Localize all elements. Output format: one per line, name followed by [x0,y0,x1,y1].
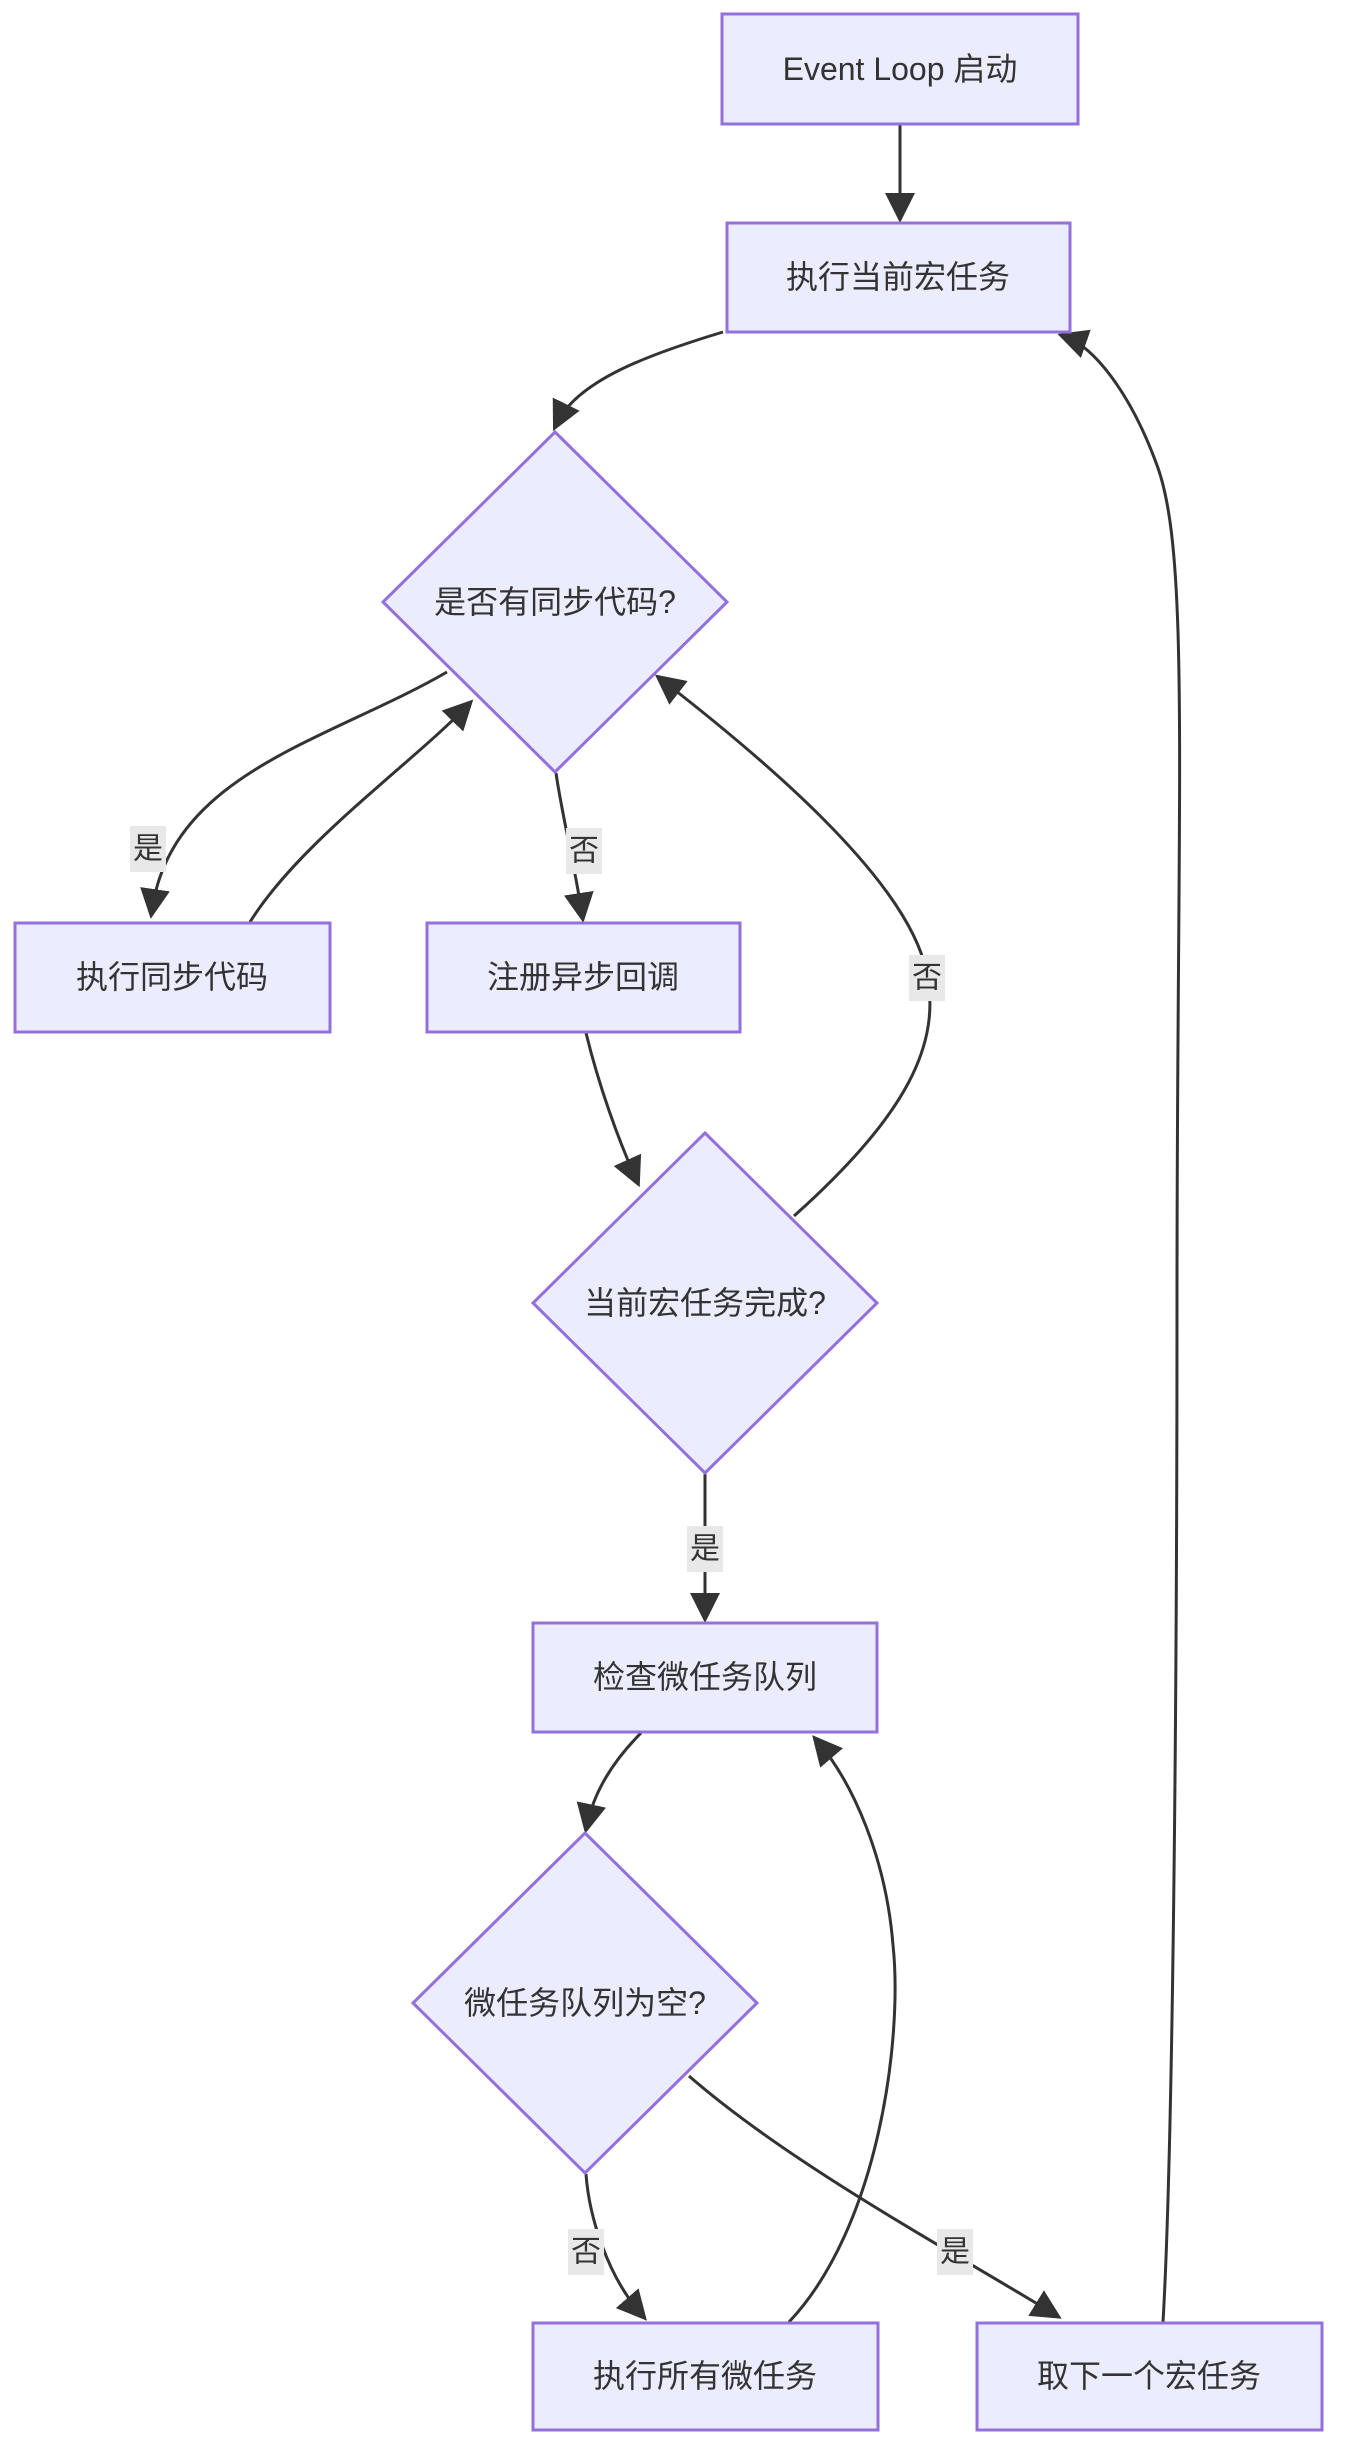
edge-label-no-empty-text: 否 [571,2236,601,2269]
edge-label-no-empty: 否 [568,2229,604,2275]
edge-label-yes-done: 是 [687,1526,723,1572]
node-micro-empty: 微任务队列为空? [410,1830,760,2176]
node-reg-async-shape [425,921,742,1034]
edge-label-yes-empty-bg [937,2229,973,2275]
node-start-label: Event Loop 启动 [783,51,1018,87]
node-has-sync-label: 是否有同步代码? [434,584,676,620]
node-exec-all-micro-label: 执行所有微任务 [593,2358,817,2394]
node-has-sync-shape [380,429,730,775]
node-exec-all-micro-shape [531,2321,880,2432]
node-micro-empty-label: 微任务队列为空? [464,1985,706,2021]
node-exec-sync-label: 执行同步代码 [76,959,268,995]
node-macro-done-shape [530,1130,880,1476]
node-has-sync: 是否有同步代码? [380,429,730,775]
node-check-micro-label: 检查微任务队列 [593,1659,817,1695]
edge-label-no-done-text: 否 [912,962,942,995]
node-exec-all-micro: 执行所有微任务 [531,2321,880,2432]
edge-label-no-sync-bg [566,828,602,874]
edge-micro-empty-to-next-macro [688,2074,1062,2319]
node-next-macro-shape [975,2321,1324,2432]
edge-label-yes-done-text: 是 [690,1533,720,1566]
edge-reg-async-to-macro-done [584,1032,642,1188]
node-check-micro-shape [531,1621,879,1734]
edge-label-no-sync-text: 否 [569,835,599,868]
node-next-macro-label: 取下一个宏任务 [1037,2358,1261,2394]
edge-check-micro-to-micro-empty [576,1731,643,1834]
node-check-micro: 检查微任务队列 [531,1621,879,1734]
edge-next-macro-to-exec-macro [1057,329,1182,2323]
edges-layer [140,124,1182,2324]
edge-label-yes-empty-text: 是 [940,2236,970,2269]
node-exec-macro: 执行当前宏任务 [725,221,1072,334]
node-exec-macro-label: 执行当前宏任务 [786,259,1010,295]
edge-label-no-done: 否 [909,955,945,1001]
node-macro-done: 当前宏任务完成? [530,1130,880,1476]
node-exec-sync-shape [13,921,332,1034]
node-start-shape [720,12,1080,126]
edge-label-no-empty-bg [568,2229,604,2275]
node-reg-async: 注册异步回调 [425,921,742,1034]
edge-label-yes-sync-bg [130,826,166,872]
edge-exec-macro-to-has-sync [552,330,724,432]
edge-label-no-done-bg [909,955,945,1001]
edge-label-no-sync: 否 [566,828,602,874]
node-next-macro: 取下一个宏任务 [975,2321,1324,2432]
node-start: Event Loop 启动 [720,12,1080,126]
node-micro-empty-shape [410,1830,760,2176]
edge-label-yes-sync: 是 [130,826,166,872]
edge-exec-sync-to-has-sync [248,699,474,923]
node-reg-async-label: 注册异步回调 [487,959,679,995]
edge-has-sync-to-exec-sync [140,670,448,919]
edge-label-yes-sync-text: 是 [133,833,163,866]
edge-label-yes-empty: 是 [937,2229,973,2275]
edge-exec-all-micro-to-check-micro [787,1735,897,2324]
node-macro-done-label: 当前宏任务完成? [584,1285,826,1321]
node-exec-macro-shape [725,221,1072,334]
node-exec-sync: 执行同步代码 [13,921,332,1034]
edge-label-yes-done-bg [687,1526,723,1572]
